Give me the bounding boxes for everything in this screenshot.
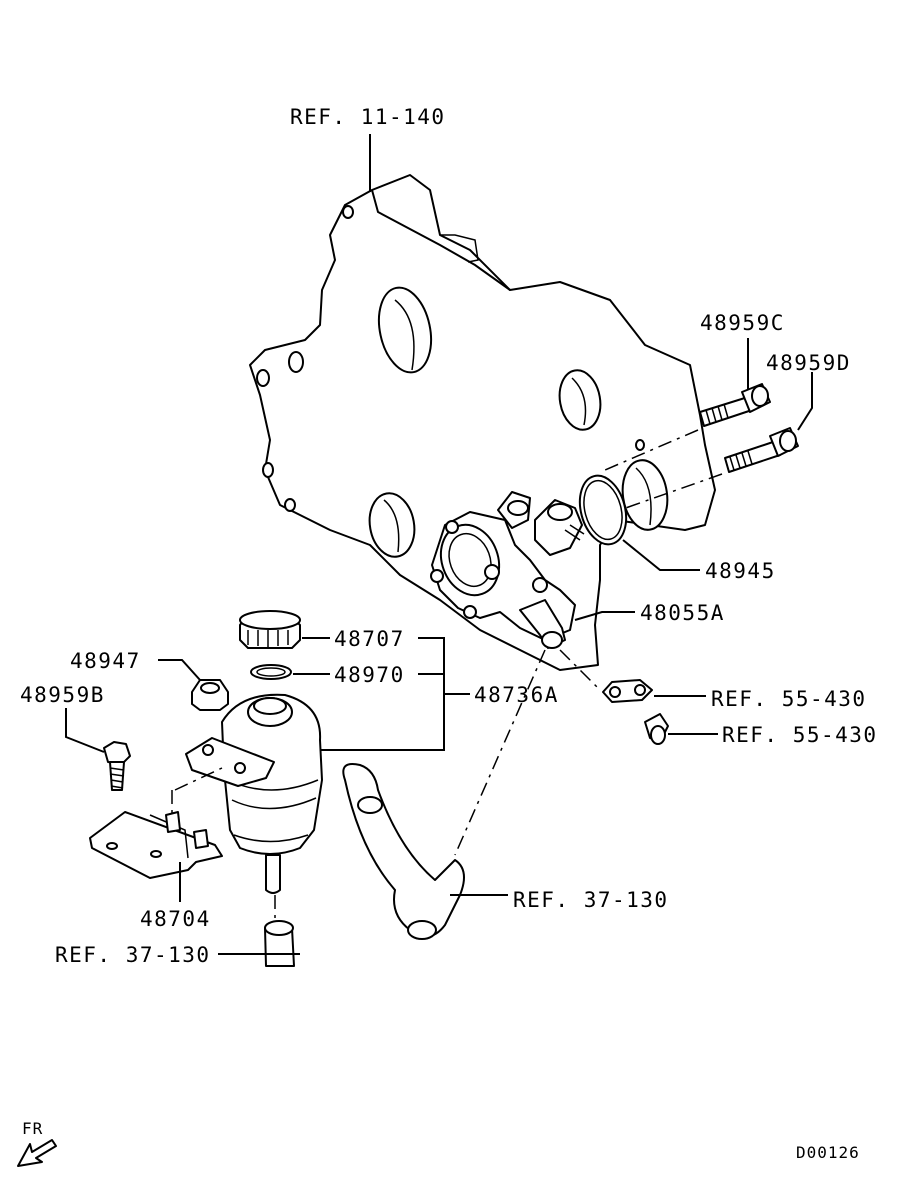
bolt-48959B: [103, 741, 131, 791]
return-hose: [342, 763, 465, 940]
bolt-48959C: [699, 383, 771, 427]
ref-37-130-label-a: REF. 37-130: [513, 888, 669, 912]
part-48736A-label: 48736A: [474, 683, 559, 707]
clamp-ref-55-430: [602, 679, 653, 703]
part-48959C-label: 48959C: [700, 311, 785, 335]
part-48704-label: 48704: [140, 907, 211, 931]
bracket-48704: [89, 811, 223, 879]
part-48947-label: 48947: [70, 649, 141, 673]
ref-55-430-label-b: REF. 55-430: [722, 723, 878, 747]
part-48945-label: 48945: [705, 559, 776, 583]
part-48959B-label: 48959B: [20, 683, 105, 707]
bolt-ref-55-430: [644, 713, 669, 745]
fr-label: FR: [22, 1119, 43, 1138]
nut-48947: [191, 679, 229, 711]
supply-hose: [264, 920, 295, 967]
ref-55-430-label-a: REF. 55-430: [711, 687, 867, 711]
reservoir-tank-48736A: [221, 693, 323, 894]
ref-37-130-label-b: REF. 37-130: [55, 943, 211, 967]
timing-case-cover: [249, 174, 716, 671]
front-direction-arrow-icon: [17, 1139, 57, 1167]
reservoir-cap-48707: [239, 610, 301, 649]
pump-48055A: [430, 491, 585, 649]
part-48970-label: 48970: [334, 663, 405, 687]
seal-ring-48970: [250, 664, 292, 680]
part-48707-label: 48707: [334, 627, 405, 651]
part-48959D-label: 48959D: [766, 351, 851, 375]
part-48055A-label: 48055A: [640, 601, 725, 625]
ref-11-140-label: REF. 11-140: [290, 105, 446, 129]
diagram-code: D00126: [796, 1143, 860, 1162]
bolt-48959D: [724, 427, 799, 473]
